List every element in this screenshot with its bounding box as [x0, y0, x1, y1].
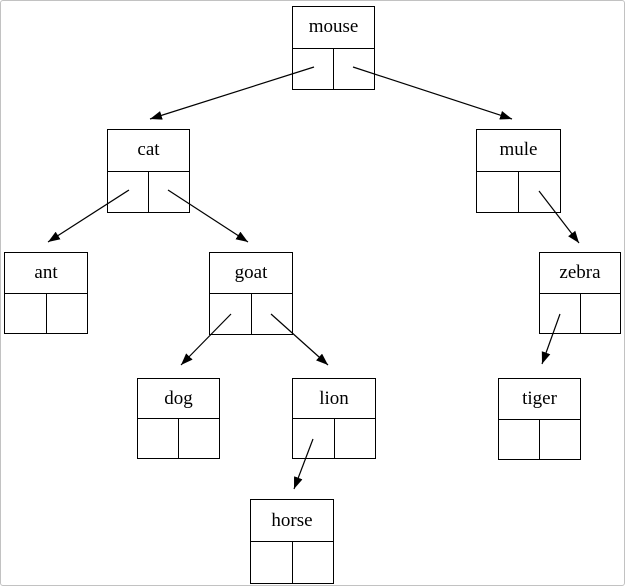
tree-node-left-pointer-cell [477, 171, 519, 212]
tree-node-label-goat: goat [210, 253, 292, 294]
tree-node-right-pointer-cell [252, 294, 293, 334]
tree-node-horse: horse [250, 499, 334, 584]
edge-mouse-left-to-cat [149, 66, 315, 120]
tree-node-pointer-cells [293, 419, 375, 458]
tree-node-left-pointer-cell [251, 542, 293, 583]
tree-node-left-pointer-cell [108, 171, 149, 212]
tree-node-pointer-cells [477, 171, 560, 213]
tree-node-left-pointer-cell [138, 419, 179, 458]
tree-node-label-dog: dog [138, 379, 219, 419]
tree-node-left-pointer-cell [499, 419, 540, 459]
tree-node-right-pointer-cell [179, 419, 219, 458]
tree-node-goat: goat [209, 252, 293, 335]
tree-node-mule: mule [476, 129, 561, 213]
tree-node-tiger: tiger [498, 378, 581, 460]
tree-node-left-pointer-cell [5, 293, 47, 333]
tree-node-label-lion: lion [293, 379, 375, 419]
tree-node-right-pointer-cell [149, 172, 189, 213]
tree-node-left-pointer-cell [540, 293, 581, 333]
tree-node-left-pointer-cell [293, 48, 334, 89]
tree-node-left-pointer-cell [210, 294, 252, 334]
tree-node-label-mouse: mouse [293, 7, 374, 49]
tree-node-right-pointer-cell [293, 542, 334, 583]
tree-node-left-pointer-cell [293, 419, 335, 458]
edge-mouse-right-to-mule [352, 66, 513, 120]
tree-node-label-horse: horse [251, 500, 333, 542]
tree-node-label-cat: cat [108, 130, 189, 172]
tree-node-right-pointer-cell [519, 172, 560, 213]
tree-node-pointer-cells [5, 293, 88, 334]
tree-node-pointer-cells [138, 419, 219, 458]
tree-node-pointer-cells [251, 542, 333, 583]
tree-node-right-pointer-cell [581, 294, 621, 334]
tree-node-right-pointer-cell [335, 419, 376, 458]
tree-node-pointer-cells [540, 293, 621, 334]
tree-node-pointer-cells [108, 171, 189, 213]
tree-node-lion: lion [292, 378, 376, 459]
tree-node-label-tiger: tiger [499, 379, 580, 420]
tree-node-zebra: zebra [539, 252, 621, 334]
tree-node-mouse: mouse [292, 6, 375, 90]
tree-node-label-ant: ant [5, 253, 87, 294]
tree-node-right-pointer-cell [540, 420, 580, 460]
tree-node-pointer-cells [210, 294, 292, 334]
tree-node-label-zebra: zebra [540, 253, 620, 294]
tree-node-cat: cat [107, 129, 190, 213]
tree-node-right-pointer-cell [334, 49, 374, 90]
tree-node-pointer-cells [293, 48, 374, 90]
tree-node-dog: dog [137, 378, 220, 459]
tree-node-ant: ant [4, 252, 88, 334]
tree-node-right-pointer-cell [47, 294, 88, 334]
tree-node-pointer-cells [499, 419, 580, 460]
tree-node-label-mule: mule [477, 130, 560, 172]
